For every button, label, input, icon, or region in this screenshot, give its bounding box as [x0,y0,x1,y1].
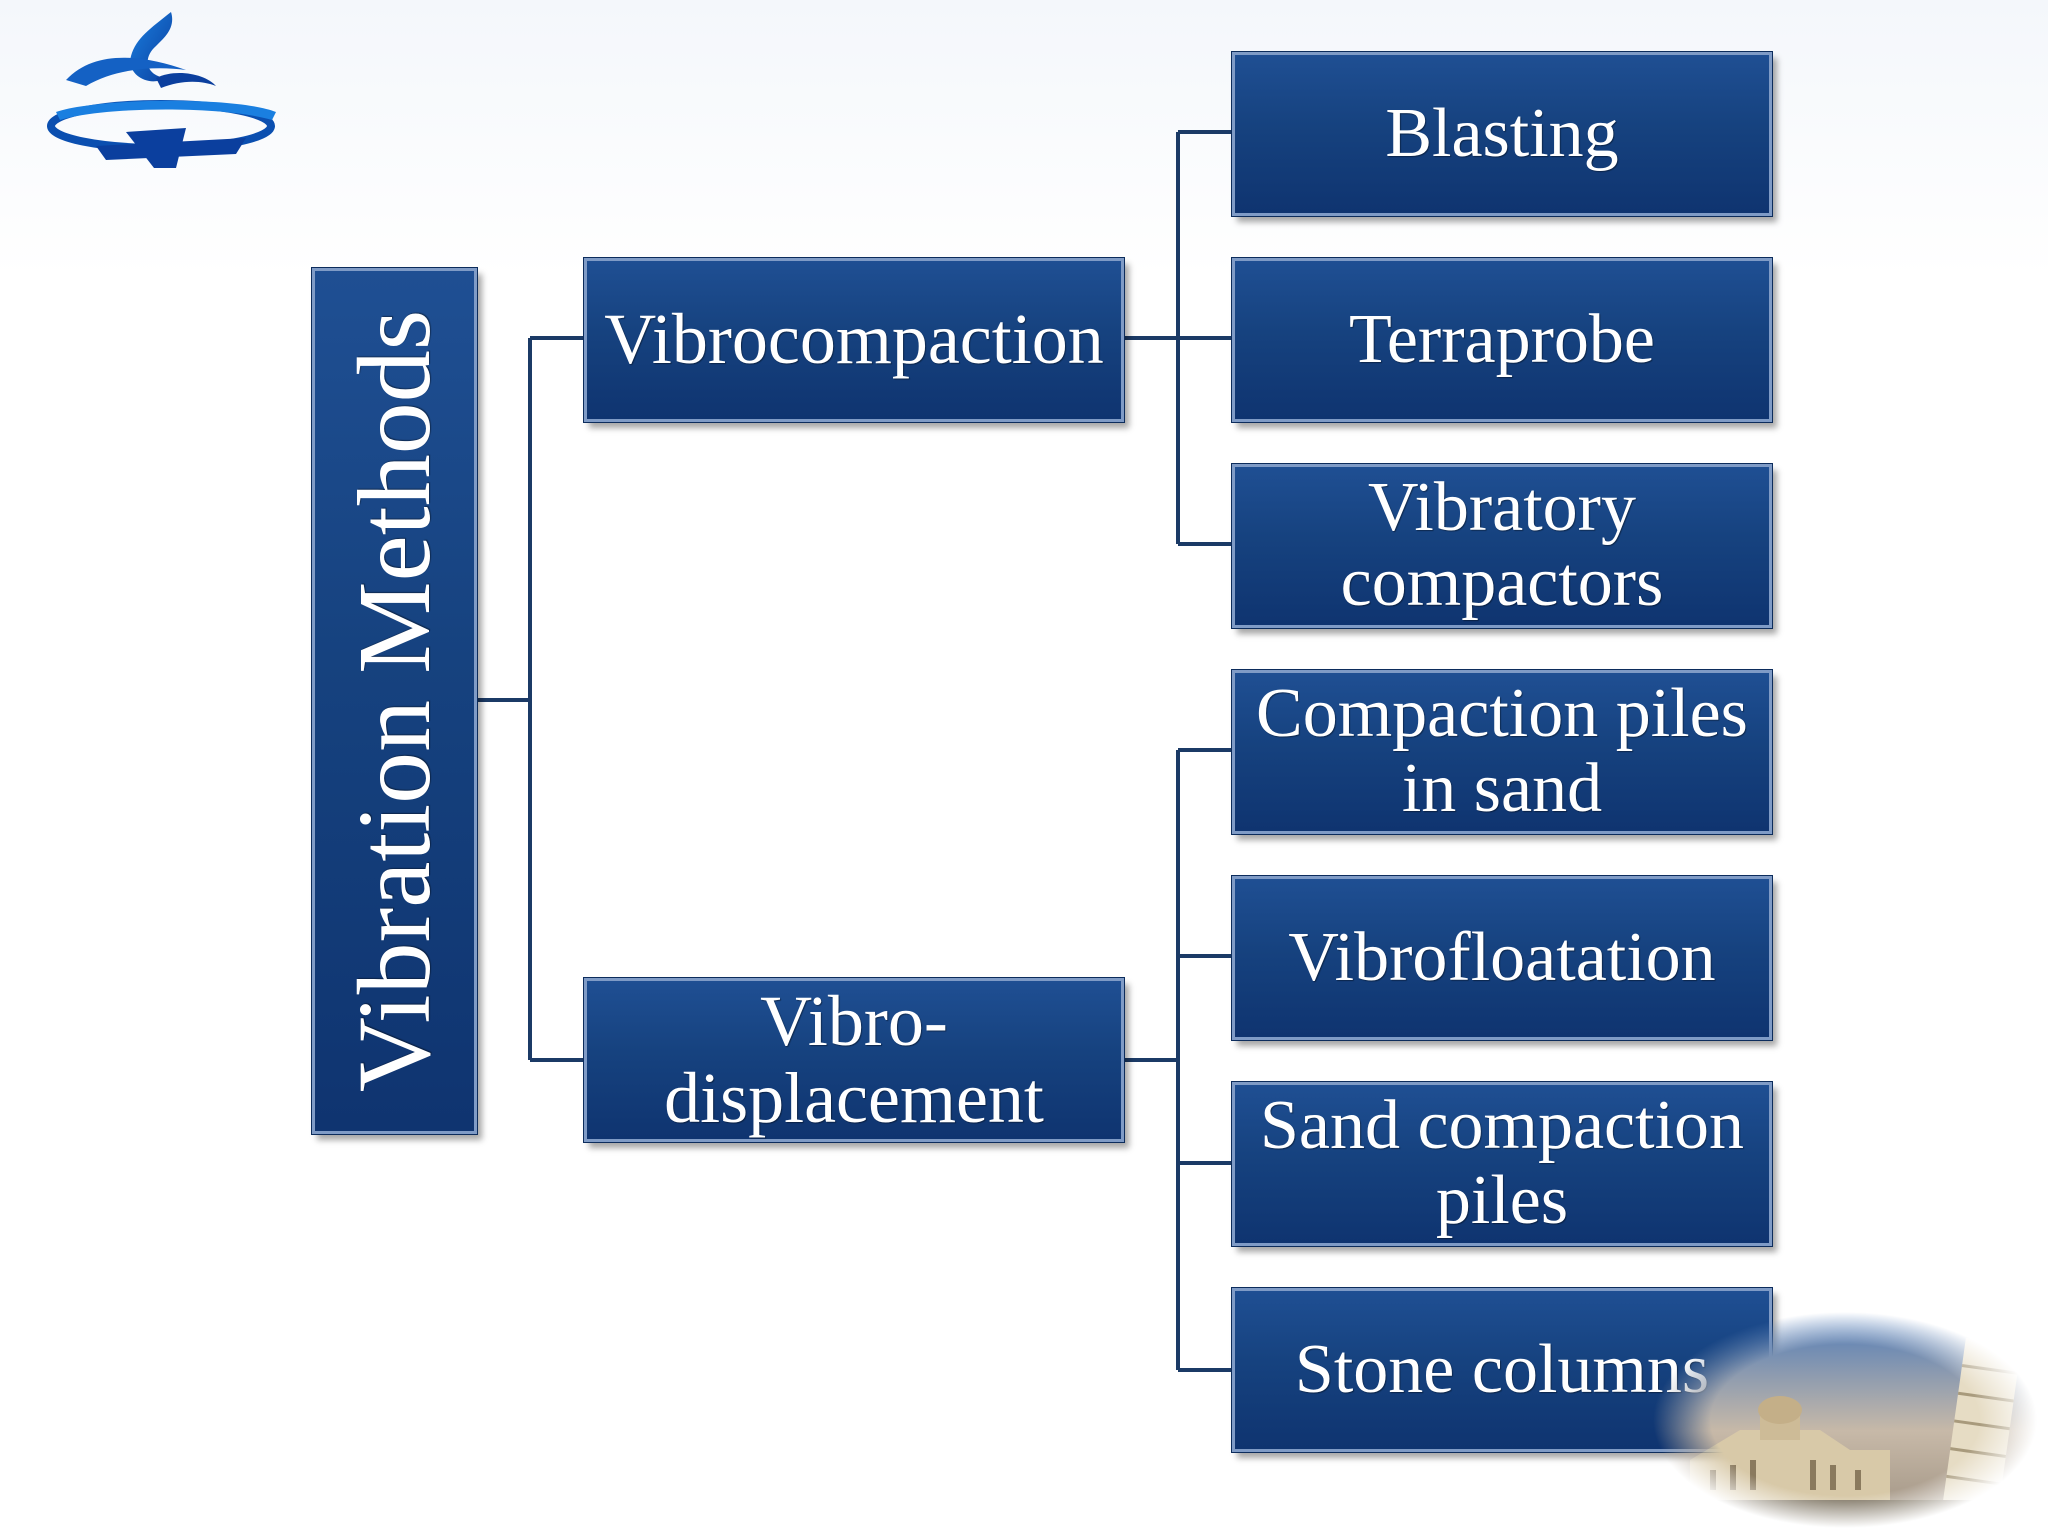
leaf-sand-compaction-piles-line1: Sand compaction [1259,1087,1745,1165]
leaf-blasting: Blasting [1231,51,1773,217]
node-vibrocompaction: Vibrocompaction [583,257,1125,423]
root-node: Vibration Methods [311,267,478,1135]
leaf-vibrofloatation-label: Vibrofloatation [1288,918,1716,996]
leaf-blasting-label: Blasting [1385,94,1619,172]
leaf-compaction-piles: Compaction piles in sand [1231,669,1773,835]
leaf-terraprobe: Terraprobe [1231,257,1773,423]
leaf-vibratory-compactors: Vibratory compactors [1231,463,1773,629]
leaf-stone-columns-label: Stone columns [1294,1330,1710,1408]
leaf-sand-compaction-piles: Sand compaction piles [1231,1081,1773,1247]
leaf-terraprobe-label: Terraprobe [1348,300,1655,378]
node-vibro-displacement: Vibro- displacement [583,977,1125,1143]
node-vibrocompaction-label: Vibrocompaction [604,299,1104,380]
root-label: Vibration Methods [336,309,452,1093]
leaf-vibratory-compactors-line1: Vibratory [1368,469,1636,547]
leaf-compaction-piles-line2: in sand [1401,750,1603,827]
leaf-vibratory-compactors-line2: compactors [1340,544,1664,621]
leaf-sand-compaction-piles-line2: piles [1435,1162,1569,1239]
leaf-vibrofloatation: Vibrofloatation [1231,875,1773,1041]
node-vibro-displacement-line1: Vibro- [760,980,948,1061]
leaf-compaction-piles-line1: Compaction piles [1256,675,1748,753]
node-vibro-displacement-line2: displacement [664,1058,1044,1138]
leaning-tower-of-pisa-photo [1650,1310,2040,1530]
university-logo-icon [47,12,276,168]
